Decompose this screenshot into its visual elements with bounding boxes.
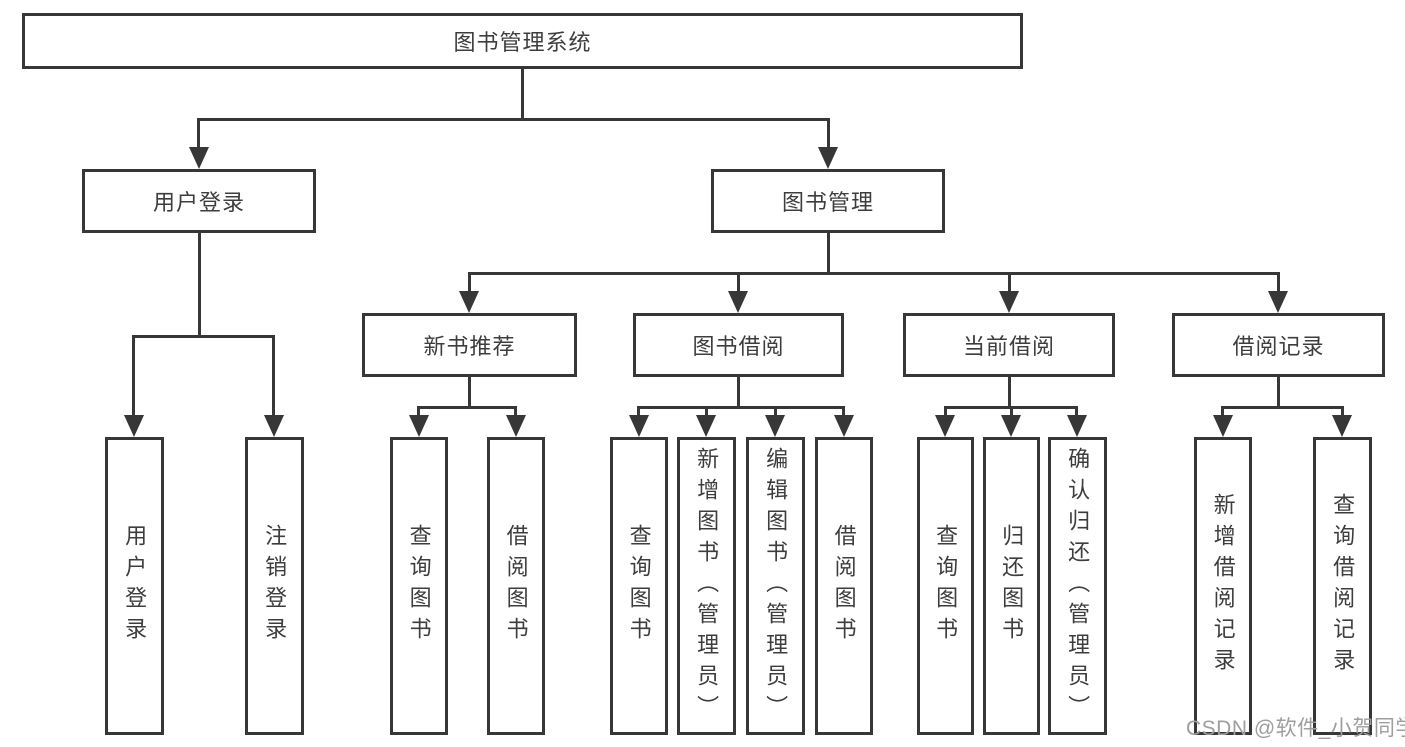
node-label: 图书管理 (781, 190, 874, 215)
connector-user-login-stem (198, 233, 201, 335)
leaf-add-borrow-record: 新增借阅记录 (1194, 437, 1252, 735)
leaf-query-book: 查询图书 (610, 437, 668, 735)
leaf-label: 新增借阅记录 (1210, 493, 1236, 679)
leaf-label: 借阅图书 (503, 524, 529, 648)
leaf-label: 查询图书 (933, 524, 959, 648)
connector-drop (737, 272, 740, 293)
connector-crossbar (637, 406, 845, 409)
arrow-down-icon (696, 415, 716, 437)
leaf-query-book: 查询图书 (390, 437, 448, 735)
leaf-label: 查询图书 (406, 524, 432, 648)
arrow-down-icon (189, 147, 209, 169)
node-borrow-record: 借阅记录 (1172, 313, 1385, 377)
connector-drop (1008, 272, 1011, 293)
node-user-login: 用户登录 (82, 169, 316, 233)
connector-stem (1277, 377, 1280, 406)
node-book-management: 图书管理 (711, 169, 945, 233)
leaf-label: 查询借阅记录 (1330, 493, 1356, 679)
connector-root-stem (521, 69, 524, 118)
leaf-borrow-book: 借阅图书 (815, 437, 873, 735)
connector-drop (514, 406, 517, 417)
leaf-label: 注销登录 (262, 524, 288, 648)
connector-drop (417, 406, 420, 417)
connector-stem (468, 377, 471, 406)
arrow-down-icon (1332, 415, 1352, 437)
connector-stem (1008, 377, 1011, 406)
arrow-down-icon (1001, 415, 1021, 437)
connector-drop (842, 406, 845, 417)
node-book-borrow: 图书借阅 (633, 313, 844, 377)
connector-crossbar (417, 406, 517, 409)
connector-drop (637, 406, 640, 417)
arrow-down-icon (935, 415, 955, 437)
connector-drop (1010, 406, 1013, 417)
leaf-query-borrow-record: 查询借阅记录 (1313, 437, 1372, 735)
connector-drop (1075, 406, 1078, 417)
node-label: 图书借阅 (692, 334, 785, 359)
arrow-down-icon (1213, 415, 1233, 437)
arrow-down-icon (629, 415, 649, 437)
arrow-down-icon (999, 291, 1019, 313)
connector-drop (774, 406, 777, 417)
connector-drop (468, 272, 471, 293)
connector-book-mgmt-crossbar (468, 272, 1280, 275)
arrow-down-icon (506, 415, 526, 437)
connector-crossbar (1221, 406, 1343, 409)
connector-drop (1221, 406, 1224, 417)
leaf-user-login: 用户登录 (105, 437, 164, 735)
connector-drop (272, 335, 275, 417)
connector-drop (132, 335, 135, 417)
leaf-label: 确认归还（管理员） (1065, 446, 1091, 726)
connector-root-crossbar (197, 118, 830, 121)
leaf-edit-book-admin: 编辑图书（管理员） (746, 437, 805, 735)
leaf-return-book: 归还图书 (983, 437, 1040, 735)
node-current-borrow: 当前借阅 (903, 313, 1115, 377)
leaf-borrow-book: 借阅图书 (487, 437, 545, 735)
connector-drop (944, 406, 947, 417)
arrow-down-icon (264, 415, 284, 437)
arrow-down-icon (728, 291, 748, 313)
csdn-watermark: CSDN @软件_小贺同学 (1186, 717, 1405, 740)
node-label: 用户登录 (152, 190, 245, 215)
leaf-label: 查询图书 (626, 524, 652, 648)
leaf-label: 归还图书 (999, 524, 1025, 648)
leaf-add-book-admin: 新增图书（管理员） (677, 437, 736, 735)
leaf-logout: 注销登录 (245, 437, 304, 735)
node-label: 借阅记录 (1232, 334, 1325, 359)
node-new-book-recommend: 新书推荐 (362, 313, 577, 377)
arrow-down-icon (1268, 291, 1288, 313)
arrow-down-icon (459, 291, 479, 313)
connector-drop (1277, 272, 1280, 293)
connector-drop (705, 406, 708, 417)
connector-book-mgmt-drop (827, 118, 830, 151)
arrow-down-icon (124, 415, 144, 437)
connector-book-mgmt-stem (827, 233, 830, 272)
connector-user-login-drop (197, 118, 200, 151)
arrow-down-icon (1067, 415, 1087, 437)
leaf-query-book: 查询图书 (917, 437, 974, 735)
arrow-down-icon (818, 147, 838, 169)
node-label: 新书推荐 (423, 334, 516, 359)
leaf-label: 新增图书（管理员） (694, 446, 720, 726)
leaf-label: 编辑图书（管理员） (763, 446, 789, 726)
node-label: 图书管理系统 (453, 30, 592, 55)
arrow-down-icon (409, 415, 429, 437)
leaf-label: 借阅图书 (831, 524, 857, 648)
connector-drop (1341, 406, 1344, 417)
leaf-confirm-return-admin: 确认归还（管理员） (1048, 437, 1107, 735)
arrow-down-icon (765, 415, 785, 437)
connector-stem (737, 377, 740, 406)
node-system-root: 图书管理系统 (22, 13, 1023, 69)
leaf-label: 用户登录 (122, 524, 148, 648)
connector-user-login-crossbar (132, 335, 275, 338)
node-label: 当前借阅 (962, 334, 1055, 359)
arrow-down-icon (834, 415, 854, 437)
